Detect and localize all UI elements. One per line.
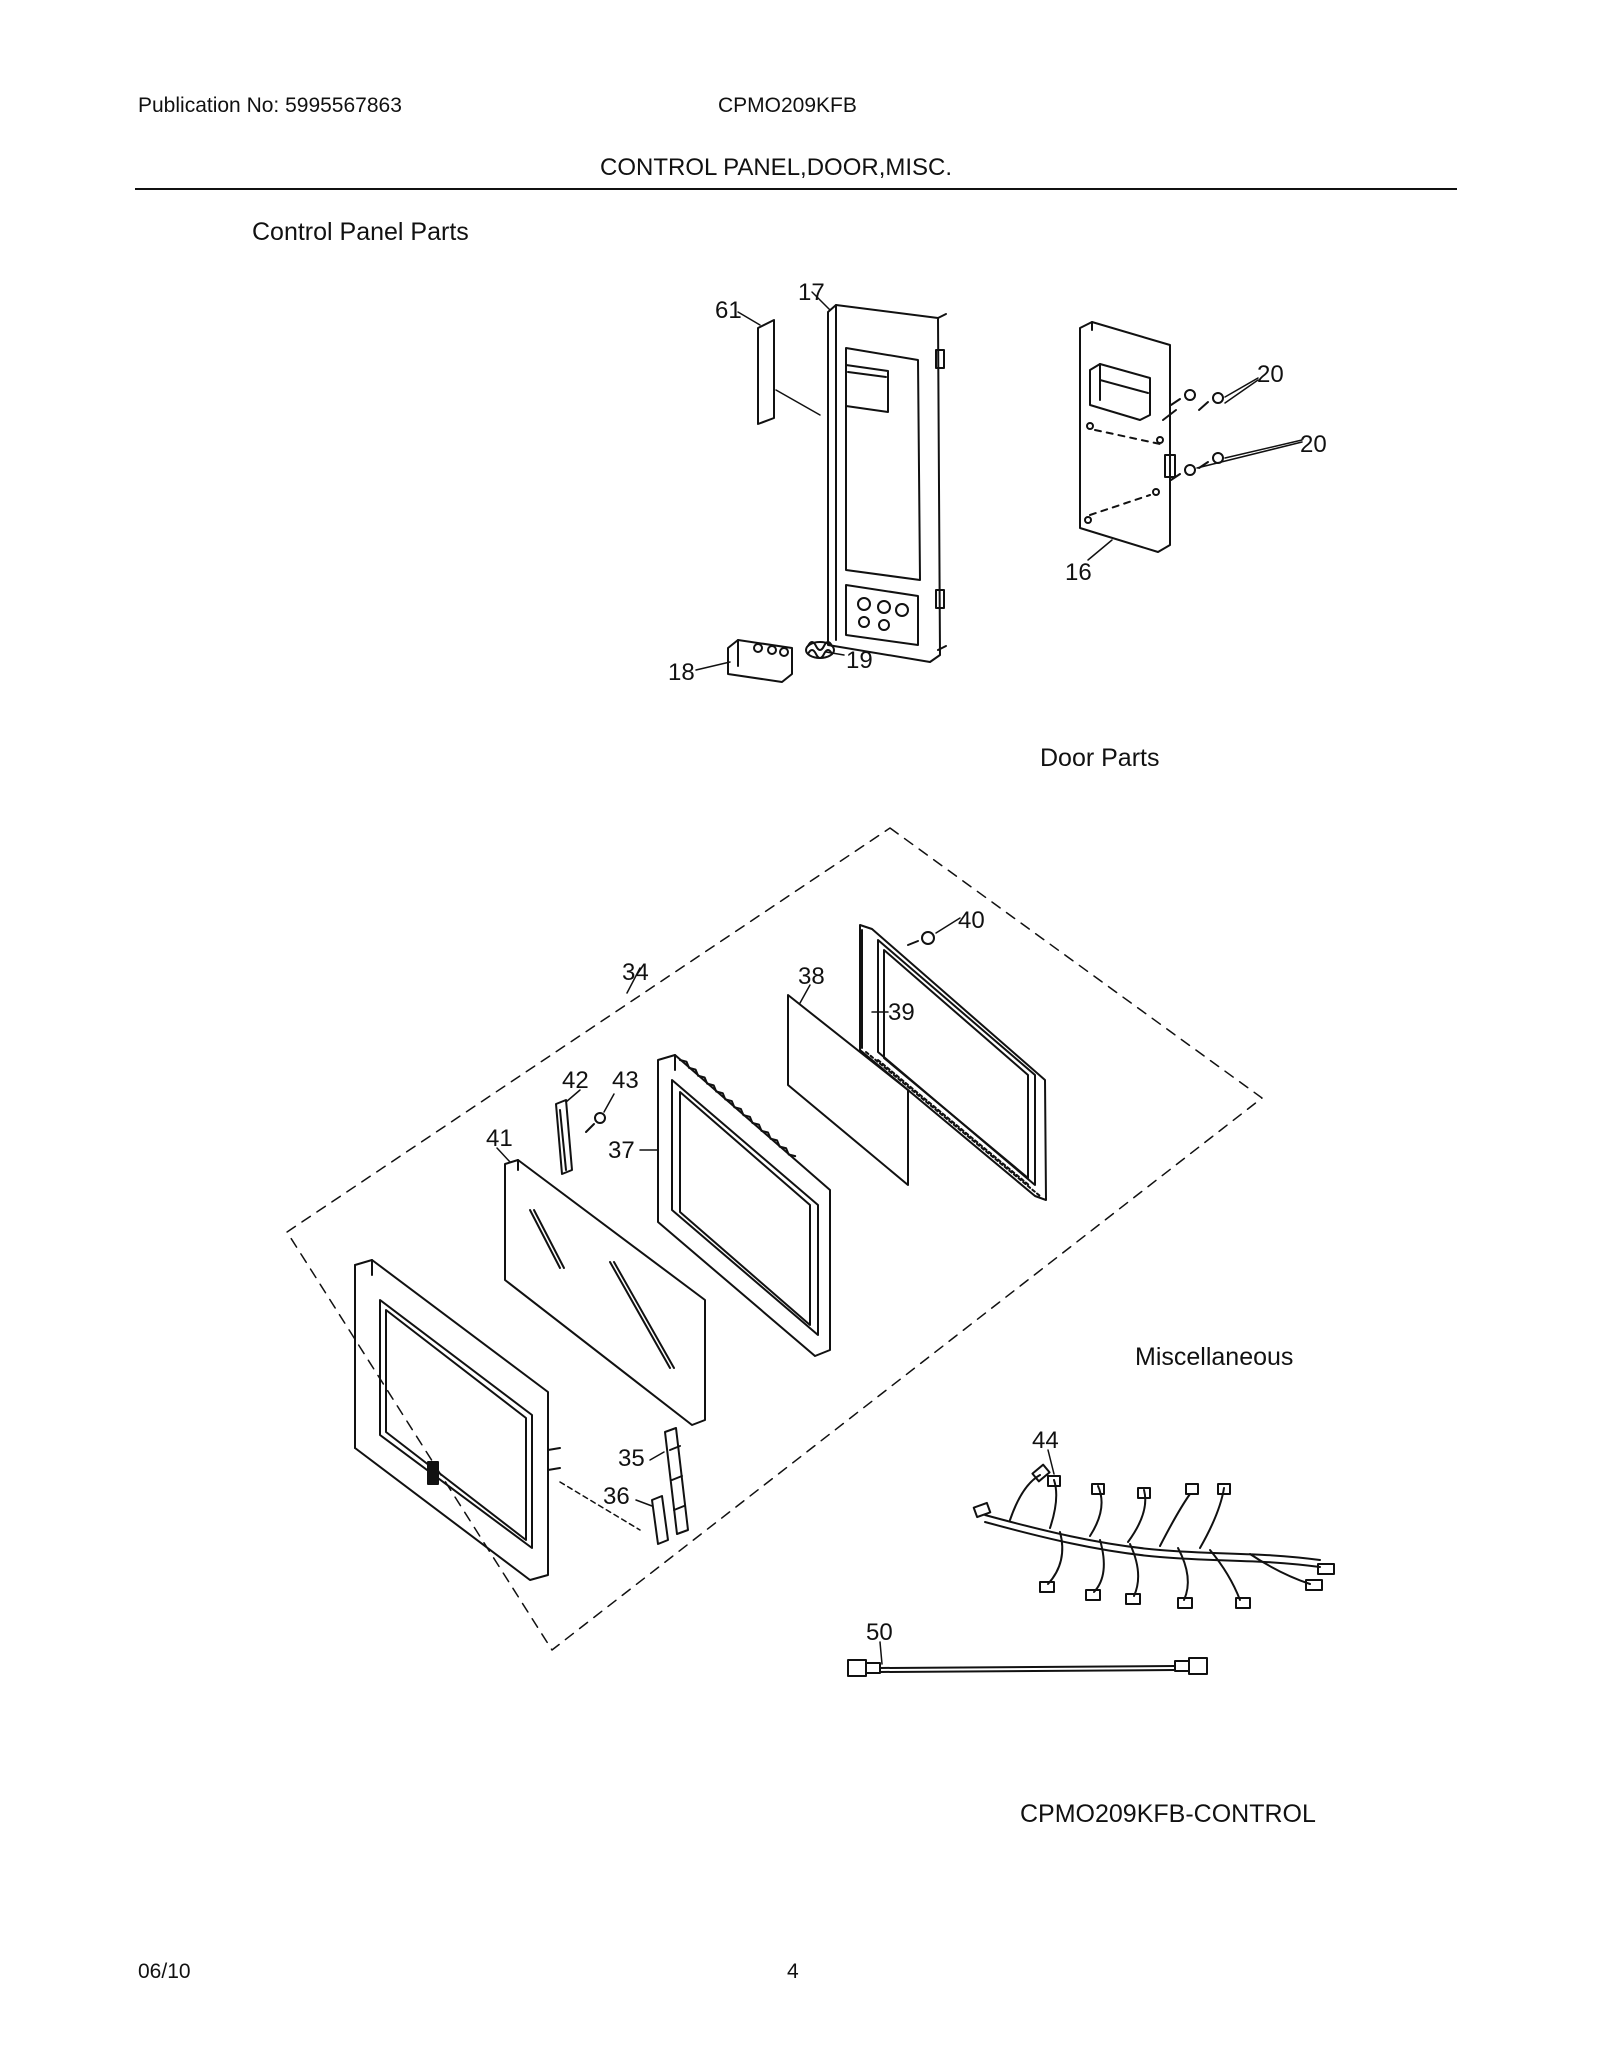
callout-20b: 20 (1300, 431, 1327, 458)
control-panel-frame (775, 304, 947, 663)
door-inner-frame (657, 1054, 831, 1357)
door-latch (651, 1427, 689, 1545)
callout-18: 18 (668, 659, 695, 686)
page-number: 4 (787, 1960, 799, 1983)
callout-43: 43 (612, 1067, 639, 1094)
door-assembly-boundary (286, 827, 1263, 1651)
control-panel-label-strip (757, 319, 775, 425)
door-hinge-screw (585, 1112, 606, 1133)
door-film (787, 994, 909, 1186)
callout-50: 50 (866, 1619, 893, 1646)
callout-19: 19 (846, 647, 873, 674)
callout-44: 44 (1032, 1427, 1059, 1454)
section-misc-heading: Miscellaneous (1135, 1343, 1294, 1371)
section-control-panel-heading: Control Panel Parts (252, 218, 469, 246)
publication-number: Publication No: 5995567863 (138, 94, 402, 117)
callout-34: 34 (622, 959, 649, 986)
callout-16: 16 (1065, 559, 1092, 586)
jumper-wire (847, 1641, 1208, 1677)
callout-36: 36 (603, 1483, 630, 1510)
callout-17: 17 (798, 279, 825, 306)
callout-40: 40 (958, 907, 985, 934)
diagram-code: CPMO209KFB-CONTROL (1020, 1800, 1316, 1828)
callout-61: 61 (715, 297, 742, 324)
control-panel-bracket (727, 639, 793, 683)
control-board-screws (1170, 377, 1303, 481)
page-title: CONTROL PANEL,DOOR,MISC. (600, 154, 953, 181)
door-glass (504, 1159, 706, 1426)
callout-35: 35 (618, 1445, 645, 1472)
door-hinge-strip (555, 1099, 573, 1175)
wire-harness (972, 1449, 1335, 1609)
control-panel-spring (805, 641, 835, 659)
section-door-heading: Door Parts (1040, 744, 1160, 772)
control-board (1079, 321, 1177, 553)
callout-38: 38 (798, 963, 825, 990)
callout-20a: 20 (1257, 361, 1284, 388)
callout-37: 37 (608, 1137, 635, 1164)
callout-41: 41 (486, 1125, 513, 1152)
model-number: CPMO209KFB (718, 94, 857, 117)
door-choke-frame (859, 924, 1047, 1201)
footer-date: 06/10 (138, 1960, 191, 1983)
callout-42: 42 (562, 1067, 589, 1094)
door-screw (907, 917, 961, 946)
header-rule (135, 188, 1457, 190)
door-outer-frame (354, 1259, 561, 1581)
callout-39: 39 (888, 999, 915, 1026)
